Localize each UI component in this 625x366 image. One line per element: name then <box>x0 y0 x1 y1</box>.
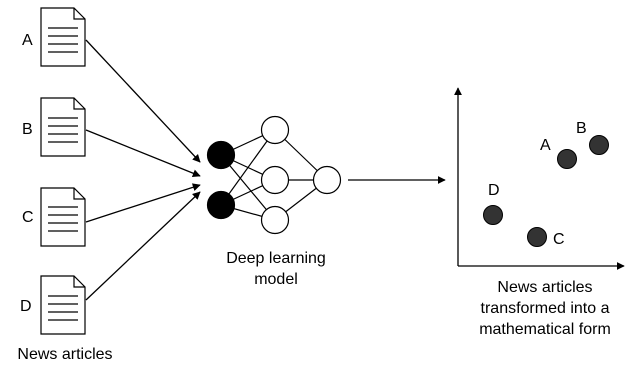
documents-caption: News articles <box>17 346 112 363</box>
hidden-node <box>260 115 290 145</box>
document-icon <box>40 97 86 157</box>
plot-label-b: B <box>576 120 587 137</box>
document-lines <box>48 295 78 321</box>
input-node <box>206 190 236 220</box>
document-a: A <box>22 7 86 67</box>
input-arrows <box>85 39 201 301</box>
plot-label-c: C <box>553 231 565 248</box>
document-label-c: C <box>22 209 34 226</box>
document-fold <box>73 98 85 110</box>
arrow-c-to-model <box>85 183 201 223</box>
model-caption-line-2: model <box>254 271 298 288</box>
model-caption-line-1: Deep learning <box>226 250 326 267</box>
neural-network <box>206 115 342 235</box>
output-node <box>312 165 342 195</box>
plot-point-c <box>527 227 547 247</box>
plot-point-a <box>557 149 577 169</box>
document-label-d: D <box>20 298 32 315</box>
plot-label-a: A <box>540 137 551 154</box>
plot-caption-line-2: transformed into a <box>481 300 610 317</box>
embedding-plot: A B C D <box>454 87 625 270</box>
document-lines <box>48 117 78 143</box>
hidden-node <box>260 205 290 235</box>
input-node <box>206 140 236 170</box>
document-fold <box>73 188 85 200</box>
document-icon <box>40 7 86 67</box>
document-b: B <box>22 97 86 157</box>
document-icon <box>40 275 86 335</box>
plot-caption-line-3: mathematical form <box>479 321 611 338</box>
document-lines <box>48 27 78 53</box>
arrow-a-to-model <box>85 39 201 163</box>
document-c: C <box>22 187 86 247</box>
document-fold <box>73 8 85 20</box>
plot-caption-line-1: News articles <box>497 279 592 296</box>
document-fold <box>73 276 85 288</box>
hidden-node <box>260 165 290 195</box>
plot-point-b <box>589 135 609 155</box>
document-lines <box>48 206 78 232</box>
document-icon <box>40 187 86 247</box>
document-label-a: A <box>22 32 33 49</box>
plot-label-d: D <box>488 182 500 199</box>
arrow-d-to-model <box>85 191 201 301</box>
plot-point-d <box>483 205 503 225</box>
document-label-b: B <box>22 121 33 138</box>
document-d: D <box>20 275 86 335</box>
arrow-b-to-model <box>85 129 201 178</box>
